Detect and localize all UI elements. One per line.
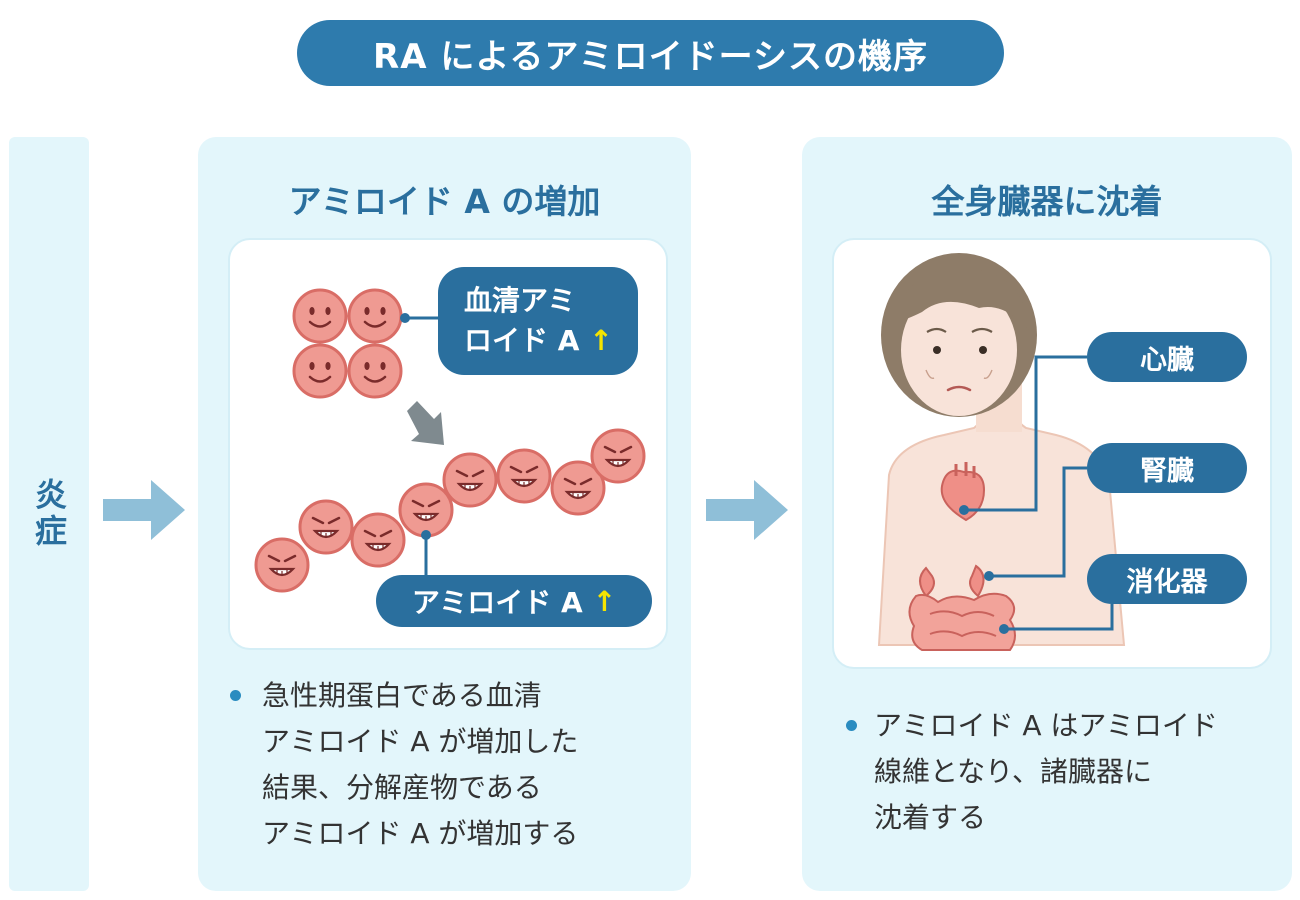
- organ-deposition-description: アミロイド A はアミロイド 線維となり、諸臓器に 沈着する: [842, 703, 1262, 841]
- amyloid-cell: [350, 512, 406, 568]
- amyloid-cell: [442, 452, 498, 508]
- organ-deposition-panel: 全身臓器に沈着: [802, 137, 1292, 891]
- description-line: アミロイド A はアミロイド: [874, 709, 1218, 742]
- body-illustration-box: 心臓 腎臓 消化器: [832, 238, 1272, 669]
- description-line: アミロイド A が増加した: [262, 725, 579, 758]
- flow-arrow-1: [103, 480, 185, 540]
- organ-label-heart: 心臓: [1087, 332, 1247, 382]
- amyloid-cell: [298, 499, 354, 555]
- serum-amyloid-line2-wrap: ロイド A ↑: [464, 321, 613, 361]
- organ-label-kidney: 腎臓: [1087, 443, 1247, 493]
- up-arrow-icon: ↑: [592, 584, 617, 618]
- description-line: 線維となり、諸臓器に: [874, 755, 1153, 788]
- serum-amyloid-cell: [292, 288, 348, 344]
- description-line: 結果、分解産物である: [262, 771, 542, 804]
- organ-description-text: アミロイド A はアミロイド 線維となり、諸臓器に 沈着する: [842, 703, 1262, 841]
- serum-amyloid-line1: 血清アミ: [464, 284, 576, 317]
- diagram-title: RA によるアミロイドーシスの機序: [297, 20, 1004, 86]
- inflammation-column: 炎症: [9, 137, 89, 891]
- bullet-icon: [846, 720, 857, 731]
- organ-deposition-title: 全身臓器に沈着: [931, 182, 1163, 221]
- amyloid-increase-description: 急性期蛋白である血清 アミロイド A が増加した 結果、分解産物である アミロイ…: [230, 673, 662, 857]
- amyloid-cell: [590, 428, 646, 484]
- body-illustration: [877, 253, 1126, 651]
- amyloid-illustration-box: 血清アミ ロイド A ↑ アミロイド A ↑: [228, 238, 668, 650]
- amyloid-increase-title: アミロイド A の増加: [288, 182, 601, 221]
- serum-amyloid-cell: [292, 343, 348, 399]
- serum-amyloid-cell: [347, 343, 403, 399]
- bullet-icon: [230, 690, 241, 701]
- intestine-icon: [908, 592, 1016, 651]
- serum-amyloid-line2: ロイド A: [464, 324, 580, 357]
- amyloid-cell: [398, 482, 454, 538]
- amyloid-increase-panel: アミロイド A の増加: [198, 137, 691, 891]
- face-icon: [901, 284, 1017, 416]
- description-line: 沈着する: [874, 801, 987, 834]
- up-arrow-icon: ↑: [589, 324, 613, 357]
- amyloid-illustration: [254, 288, 646, 593]
- amyloid-cell: [254, 537, 310, 593]
- serum-amyloid-cell: [347, 288, 403, 344]
- heart-icon: [940, 469, 986, 522]
- description-line: 急性期蛋白である血清: [262, 679, 542, 712]
- inflammation-label: 炎症: [30, 478, 68, 550]
- description-line: アミロイド A が増加する: [262, 817, 579, 850]
- transform-arrow-icon: [407, 401, 444, 445]
- amyloid-a-label: アミロイド A ↑: [376, 575, 652, 627]
- amyloid-cell: [496, 448, 552, 504]
- organ-label-digestive: 消化器: [1087, 554, 1247, 604]
- amyloid-a-text: アミロイド A: [411, 586, 583, 619]
- serum-amyloid-label: 血清アミ ロイド A ↑: [438, 267, 638, 375]
- flow-arrow-2: [706, 480, 788, 540]
